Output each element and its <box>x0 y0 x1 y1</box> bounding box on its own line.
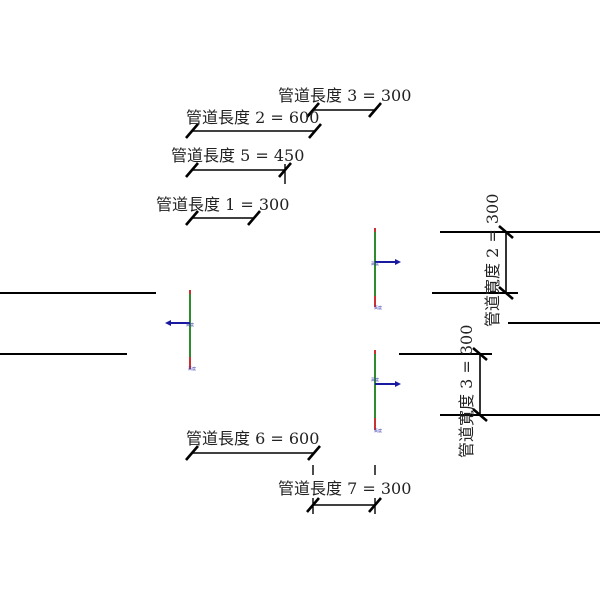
dimension-width-3[interactable]: 管道寬度 3 = 300 <box>457 325 488 458</box>
dimension-length-3[interactable]: 管道長度 3 = 300 <box>278 86 411 118</box>
svg-text:高度: 高度 <box>188 365 196 371</box>
dimension-width-2[interactable]: 管道寬度 2 = 300 <box>483 194 514 327</box>
dimension-label-width-2: 管道寬度 2 = 300 <box>483 194 502 327</box>
dimension-label-length-5: 管道長度 5 = 450 <box>171 146 304 165</box>
dimension-label-length-7: 管道長度 7 = 300 <box>278 479 411 498</box>
dimension-label-length-1: 管道長度 1 = 300 <box>156 195 289 214</box>
dimension-label-length-6: 管道長度 6 = 600 <box>186 429 319 448</box>
dimension-label-length-3: 管道長度 3 = 300 <box>278 86 411 105</box>
svg-text:高度: 高度 <box>371 260 379 266</box>
svg-text:高度: 高度 <box>374 427 382 433</box>
dimension-label-width-3: 管道寬度 3 = 300 <box>457 325 476 458</box>
dimension-length-2[interactable]: 管道長度 2 = 600 <box>185 108 322 139</box>
svg-text:高度: 高度 <box>186 321 194 327</box>
pipe-fitting-symbol-2[interactable]: 高度 高度 <box>371 228 401 310</box>
svg-text:高度: 高度 <box>374 304 382 310</box>
dimension-label-length-2: 管道長度 2 = 600 <box>186 108 319 127</box>
dimension-length-7[interactable]: 管道長度 7 = 300 <box>278 465 411 514</box>
dimension-length-1[interactable]: 管道長度 1 = 300 <box>156 195 289 226</box>
pipe-fitting-symbol-1[interactable]: 高度 高度 <box>165 290 196 371</box>
dimension-length-5[interactable]: 管道長度 5 = 450 <box>171 146 304 184</box>
svg-text:高度: 高度 <box>371 376 379 382</box>
dimension-length-6[interactable]: 管道長度 6 = 600 <box>185 429 321 461</box>
pipe-fitting-symbol-3[interactable]: 高度 高度 <box>371 350 401 433</box>
